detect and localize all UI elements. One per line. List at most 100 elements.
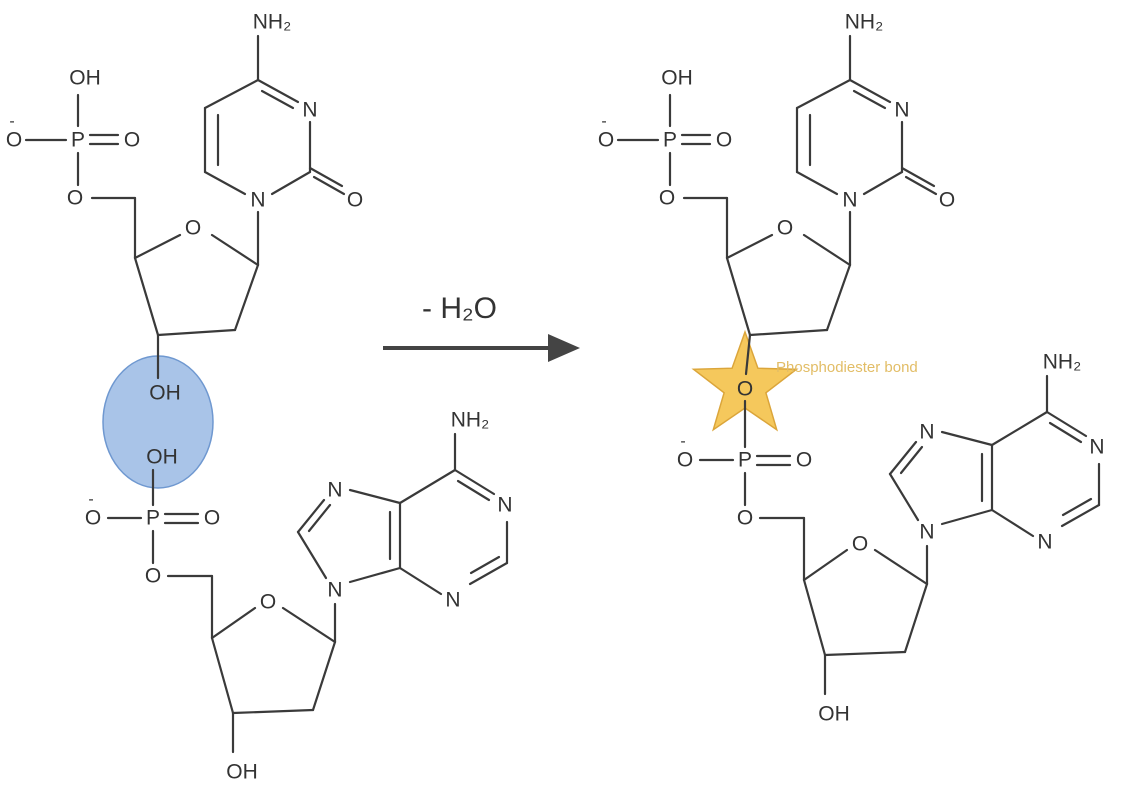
bond (1045, 410, 1088, 438)
ring-oxygen-label: O (185, 217, 201, 240)
bond (802, 578, 827, 657)
bond (1060, 503, 1101, 528)
oxygen-label: O (204, 507, 220, 530)
bond (296, 530, 328, 580)
bond (990, 508, 1035, 538)
nitrogen-label: N (327, 479, 342, 502)
nitrogen-label: N (497, 494, 512, 517)
nitrogen-label: N (894, 99, 909, 122)
oxygen-label: O (737, 507, 753, 530)
oxygen-label: O (939, 189, 955, 212)
bond (203, 78, 260, 110)
bond (348, 566, 402, 584)
ring-oxygen-label: O (852, 533, 868, 556)
bond (296, 498, 326, 534)
bond (133, 233, 182, 260)
bond (398, 566, 443, 596)
bond (1048, 421, 1083, 444)
bond (311, 640, 337, 712)
bond (312, 175, 346, 196)
bond (940, 430, 994, 447)
oxygen-label: O (6, 129, 22, 152)
bond (990, 410, 1049, 447)
nitrogen-label: N (919, 521, 934, 544)
reaction-arrow-head-icon (548, 334, 580, 362)
nitrogen-label: N (842, 189, 857, 212)
bond (468, 561, 509, 586)
nitrogen-label: N (250, 189, 265, 212)
bond (848, 78, 892, 104)
oxygen-label: O (67, 187, 83, 210)
bond (725, 256, 752, 337)
bond (862, 170, 904, 196)
bond (233, 263, 260, 332)
bond (904, 175, 938, 196)
bond (1061, 497, 1093, 517)
negative-charge: - (680, 433, 685, 450)
negative-charge: - (88, 491, 93, 508)
bonds-layer (24, 34, 1101, 754)
bond (899, 445, 924, 475)
bond (825, 263, 852, 332)
bond (231, 708, 315, 715)
bond (203, 170, 247, 196)
bond (748, 328, 829, 337)
bond (307, 503, 332, 533)
phosphodiester-bond-label: Phosphodiester bond (776, 359, 918, 376)
ring-oxygen-label: O (777, 217, 793, 240)
bond (903, 582, 929, 654)
bond (795, 78, 852, 110)
oxygen-label: O (659, 187, 675, 210)
bond (270, 170, 312, 196)
bond (308, 166, 344, 188)
bond (940, 508, 994, 526)
hydroxyl-label: OH (149, 382, 181, 405)
bond (456, 479, 491, 502)
bond (348, 488, 402, 505)
bond (823, 650, 907, 657)
nitrogen-label: N (445, 589, 460, 612)
bond (453, 468, 496, 496)
oxygen-label: O (347, 189, 363, 212)
bond (156, 328, 237, 337)
bond (744, 333, 752, 376)
negative-charge: - (9, 113, 14, 130)
bond (888, 440, 918, 476)
bond (210, 233, 260, 267)
bond (133, 256, 160, 337)
oxygen-label: O (145, 565, 161, 588)
ring-oxygen-label: O (260, 591, 276, 614)
bond (873, 548, 929, 586)
bond (281, 606, 337, 644)
bond (210, 636, 235, 715)
nitrogen-label: N (919, 421, 934, 444)
amine-label: NH₂ (845, 11, 883, 34)
phosphorus-label: P (663, 129, 677, 152)
bridging-oxygen-label: O (737, 378, 753, 401)
bond (802, 548, 849, 582)
oxygen-label: O (716, 129, 732, 152)
bond (725, 233, 774, 260)
nitrogen-label: N (1037, 531, 1052, 554)
bond (852, 89, 887, 110)
bond (260, 89, 295, 110)
reaction-condition: - H₂O (422, 292, 497, 325)
nitrogen-label: N (302, 99, 317, 122)
oxygen-label: O (85, 507, 101, 530)
negative-charge: - (601, 113, 606, 130)
amine-label: NH₂ (451, 409, 489, 432)
amine-label: NH₂ (1043, 351, 1081, 374)
hydroxyl-label: OH (146, 446, 178, 469)
bond (469, 555, 501, 575)
oxygen-label: O (796, 449, 812, 472)
bond (888, 472, 920, 522)
hydroxyl-label: OH (661, 67, 693, 90)
bond (210, 606, 257, 640)
amine-label: NH₂ (253, 11, 291, 34)
oxygen-label: O (677, 449, 693, 472)
bond (398, 468, 457, 505)
bond (900, 166, 936, 188)
